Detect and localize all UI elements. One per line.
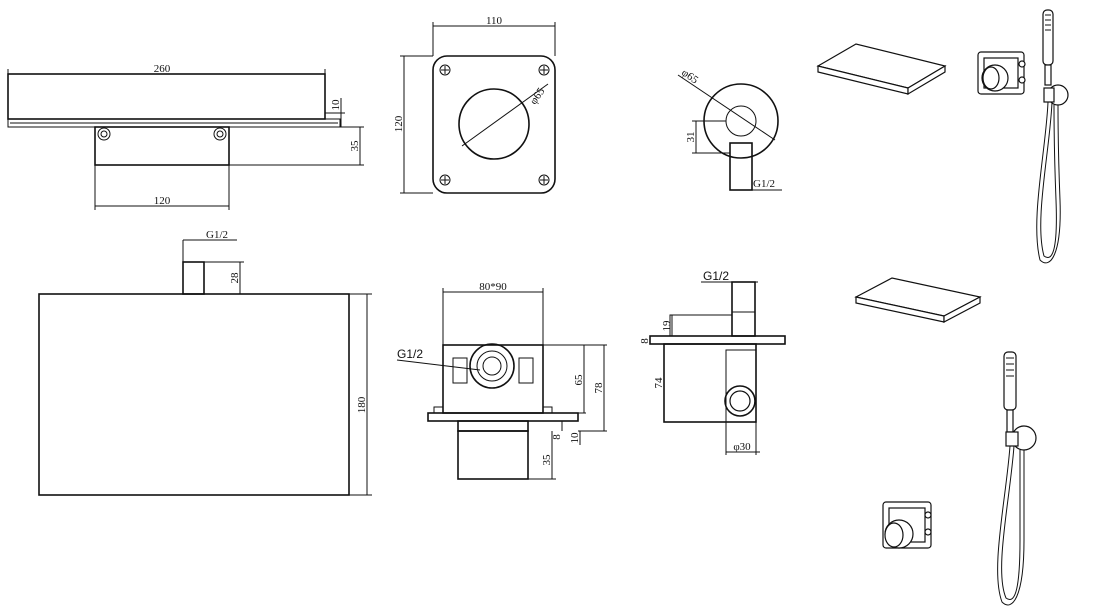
side-thread-label: G1/2 xyxy=(703,269,729,283)
dim-120: 120 xyxy=(154,195,171,207)
wall-elbow-front-view: φ65 31 G1/2 xyxy=(677,67,782,191)
dim-78: 78 xyxy=(593,382,605,394)
valve-illustration-top xyxy=(977,51,1026,95)
dim-110: 110 xyxy=(486,15,503,27)
dim-180: 180 xyxy=(356,396,368,413)
screw-icon xyxy=(439,174,451,186)
dim-10: 10 xyxy=(330,99,342,111)
dim-19: 19 xyxy=(661,320,673,332)
elbow-thread-label: G1/2 xyxy=(753,178,775,190)
dim-28: 28 xyxy=(229,272,241,284)
dim-elbow-phi65: φ65 xyxy=(679,67,701,87)
hand-shower-illustration-bottom xyxy=(997,351,1037,606)
screw-icon xyxy=(538,174,550,186)
dim-35: 35 xyxy=(349,140,361,152)
cover-plate-front-view: 110 120 φ65 xyxy=(393,15,556,194)
spout-illustration-bottom xyxy=(854,277,982,323)
dim-80x90: 80*90 xyxy=(479,281,507,293)
dim-35-valve: 35 xyxy=(541,454,553,466)
dim-74: 74 xyxy=(653,377,665,389)
spout-top-view: 260 10 35 120 xyxy=(7,63,364,210)
dim-plate-phi65: φ65 xyxy=(528,85,548,107)
valve-side-view: G1/2 19 8 74 φ30 xyxy=(639,269,786,455)
valve-thread-label: G1/2 xyxy=(397,347,423,361)
dim-10-valve: 10 xyxy=(569,432,581,444)
valve-illustration-bottom xyxy=(882,501,932,549)
dim-side-8: 8 xyxy=(639,338,651,344)
dim-65: 65 xyxy=(573,374,585,386)
dim-260: 260 xyxy=(154,63,171,75)
screw-icon xyxy=(538,64,550,76)
dim-31: 31 xyxy=(685,132,697,143)
dim-plate-120: 120 xyxy=(393,115,405,132)
rain-panel-side-view: G1/2 28 180 xyxy=(38,229,372,496)
dim-8: 8 xyxy=(551,434,563,440)
rain-thread-label: G1/2 xyxy=(206,229,228,241)
spout-illustration-top xyxy=(816,43,947,96)
screw-icon xyxy=(439,64,451,76)
dim-side-phi30: φ30 xyxy=(733,441,751,453)
hand-shower-illustration-top xyxy=(1036,9,1069,264)
valve-body-front-view: 80*90 G1/2 65 78 8 10 35 xyxy=(396,281,607,480)
